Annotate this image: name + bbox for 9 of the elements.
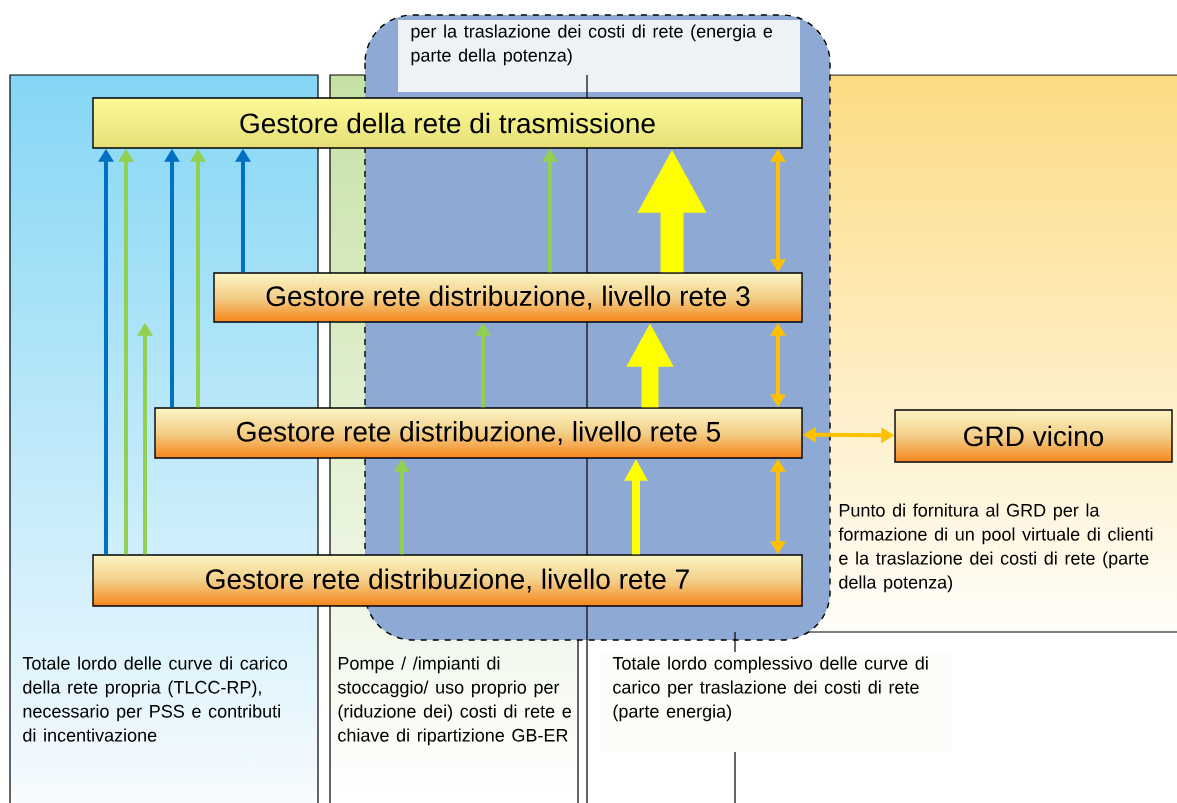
process-box: Gestore rete distribuzione, livello rete 3: [213, 272, 803, 323]
note-text: Totale lordo delle curve di carico della rete propria (TLCC-RP), necessario per PSS e contributi di incentivazione: [22, 656, 288, 742]
note-box: Totale lordo complessivo delle curve di carico per traslazione dei costi di rete (parte energia): [600, 652, 952, 752]
process-box: GRD vicino: [894, 409, 1173, 463]
note-text: Pompe / /impianti di stoccaggio/ uso proprio per (riduzione dei) costi di rete e chiave di ripartizione GB-ER: [337, 656, 571, 746]
note-text: Punto di fornitura al GRD per la formazione di un pool virtuale di clienti e la traslazione dei costi di rete (parte della potenza): [838, 503, 1153, 593]
process-box: Gestore della rete di trasmissione: [92, 97, 803, 149]
process-box: Gestore rete distribuzione, livello rete 5: [154, 407, 803, 459]
process-box: Gestore rete distribuzione, livello rete 7: [92, 554, 803, 607]
